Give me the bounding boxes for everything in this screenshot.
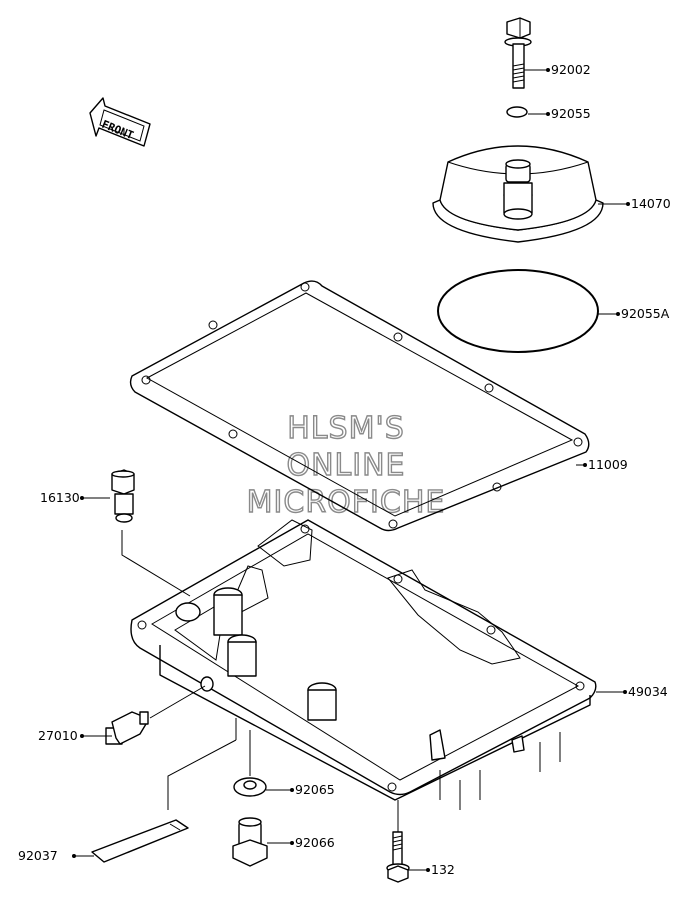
label-27010[interactable]: 27010 [38,728,78,743]
drain-plug-part[interactable] [232,817,268,867]
watermark-line-3: MICROFICHE [247,485,446,520]
watermark-line-2: ONLINE [286,448,405,483]
watermark: HLSM'S ONLINE MICROFICHE [246,410,446,520]
lead-wire-part[interactable] [91,819,189,863]
label-92065[interactable]: 92065 [295,782,335,797]
label-92055[interactable]: 92055 [551,106,591,121]
adapter-part[interactable] [111,469,135,523]
label-16130[interactable]: 16130 [40,490,80,505]
gasket-part[interactable] [129,280,590,532]
label-92066[interactable]: 92066 [295,835,335,850]
label-132[interactable]: 132 [431,862,455,877]
front-arrow-icon: FRONT [89,97,151,147]
filter-cover-part[interactable] [432,145,604,243]
switch-part[interactable] [105,711,149,745]
label-92002[interactable]: 92002 [551,62,591,77]
watermark-line-1: HLSM'S [287,411,405,446]
bolt-top-part[interactable] [504,17,532,89]
bolt-bottom-part[interactable] [386,831,410,883]
label-49034[interactable]: 49034 [628,684,668,699]
label-14070[interactable]: 14070 [631,196,671,211]
label-92055a[interactable]: 92055A [621,306,670,321]
leader-lines [72,68,630,872]
washer-part[interactable] [233,777,267,797]
oring-large-part[interactable] [437,269,599,353]
part-labels: 92002 92055 14070 92055A 11009 16130 490… [18,62,671,877]
label-92037[interactable]: 92037 [18,848,58,863]
oring-small-part[interactable] [506,106,528,118]
oil-pan-part[interactable] [130,519,597,810]
label-11009[interactable]: 11009 [588,457,628,472]
